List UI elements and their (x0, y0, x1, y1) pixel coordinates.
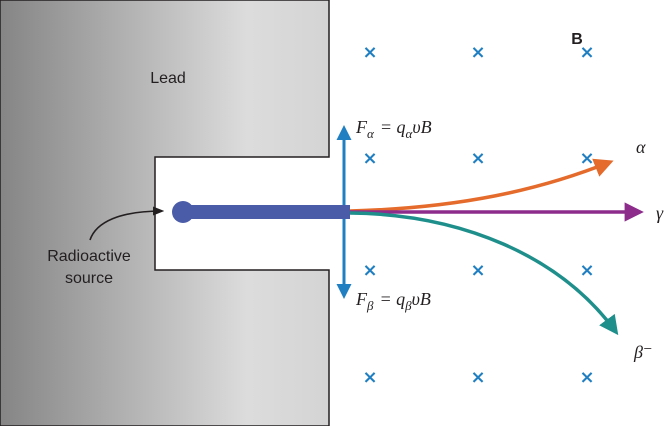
field-marker-0-0: × (362, 42, 377, 63)
force-alpha-equation: Fα= qαυB (355, 117, 432, 141)
force-alpha-sub: α (367, 126, 375, 141)
force-alpha-eq: = q (380, 117, 406, 137)
force-beta-F: F (355, 289, 368, 309)
field-markers: × × × × × × × × × × × × (362, 42, 594, 388)
force-alpha-F: F (355, 117, 368, 137)
radioactive-source (172, 201, 194, 223)
field-marker-2-1: × (470, 260, 485, 281)
alpha-label: α (636, 137, 646, 157)
particle-beam (186, 205, 350, 219)
alpha-path (349, 158, 614, 213)
lead-block (0, 0, 330, 426)
gamma-label: γ (656, 203, 664, 223)
force-beta-equation: Fβ= qβυB (355, 289, 431, 313)
source-label-line1: Radioactive (47, 248, 131, 265)
field-marker-1-2: × (579, 148, 594, 169)
force-alpha-q-sub: α (405, 126, 413, 141)
field-marker-0-1: × (470, 42, 485, 63)
force-alpha-rest: υB (412, 117, 431, 137)
force-beta-sub: β (366, 298, 374, 313)
force-beta-rest: υB (412, 289, 431, 309)
field-label: B (571, 31, 583, 48)
field-marker-0-2: × (579, 42, 594, 63)
force-beta-eq: = q (379, 289, 405, 309)
field-marker-2-0: × (362, 260, 377, 281)
field-marker-3-0: × (362, 367, 377, 388)
field-marker-1-0: × (362, 148, 377, 169)
beta-minus-label: β⁻ (633, 342, 652, 362)
source-label-line2: source (65, 270, 113, 287)
source-pointer-arrow (89, 206, 165, 241)
lead-label: Lead (150, 70, 186, 87)
field-marker-3-2: × (579, 367, 594, 388)
field-marker-2-2: × (579, 260, 594, 281)
field-marker-3-1: × (470, 367, 485, 388)
beta-path (349, 211, 619, 336)
force-beta-q-sub: β (404, 298, 412, 313)
field-marker-1-1: × (470, 148, 485, 169)
